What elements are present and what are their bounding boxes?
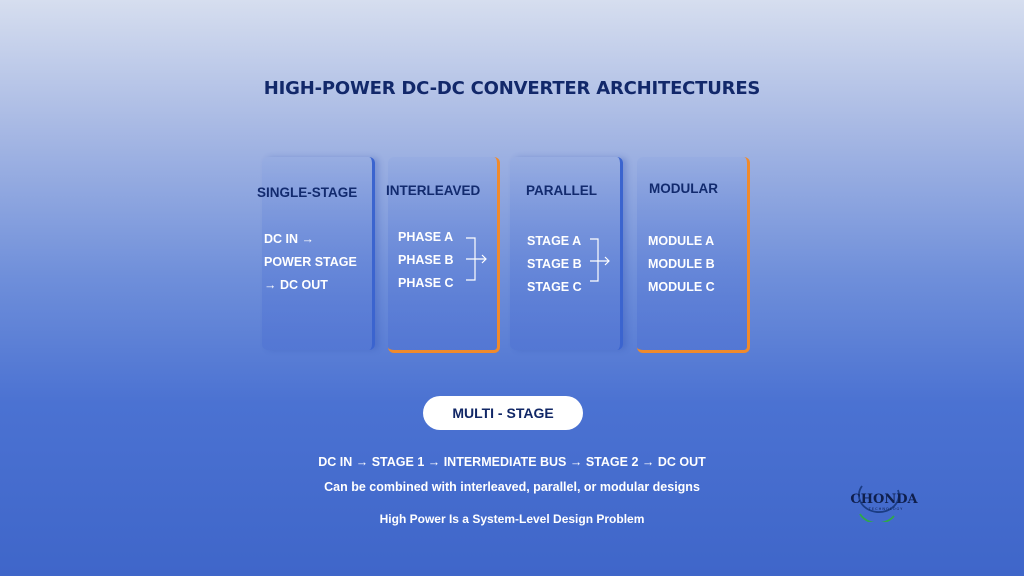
logo-text: CHONDA [850,492,918,507]
multi-stage-note: Can be combined with interleaved, parall… [324,480,700,494]
card-modular [637,157,750,353]
modular-item-1: MODULE A [648,234,715,248]
multi-stage-pill: MULTI - STAGE [423,396,583,430]
parallel-item-2: STAGE B [527,257,582,271]
card-parallel [510,157,623,350]
diagram-title: HIGH-POWER DC-DC CONVERTER ARCHITECTURES [263,78,761,99]
single-stage-item-3: → DC OUT [264,278,328,292]
interleaved-item-1: PHASE A [398,230,454,244]
heading-parallel: PARALLEL [526,183,597,198]
heading-single-stage: SINGLE-STAGE [257,185,358,200]
single-stage-item-2: POWER STAGE [264,255,357,269]
card-interleaved [388,157,500,353]
single-stage-item-1: DC IN → [264,232,314,246]
interleaved-item-3: PHASE C [398,276,454,290]
parallel-merge-arrow-icon [590,238,610,282]
card-single-stage [262,157,375,350]
interleaved-item-2: PHASE B [398,253,454,267]
heading-interleaved: INTERLEAVED [386,183,481,198]
logo-subtext: TECHNOLOGY [868,507,904,511]
parallel-item-3: STAGE C [527,280,582,294]
modular-item-3: MODULE C [648,280,715,294]
tagline: High Power Is a System-Level Design Prob… [379,512,645,526]
heading-modular: MODULAR [649,181,718,196]
chonda-logo: CHONDA TECHNOLOGY [850,485,919,522]
modular-item-2: MODULE B [648,257,715,271]
parallel-item-1: STAGE A [527,234,582,248]
multi-stage-flow: DC IN → STAGE 1 → INTERMEDIATE BUS → STA… [318,455,706,469]
interleaved-merge-arrow-icon [466,237,487,281]
